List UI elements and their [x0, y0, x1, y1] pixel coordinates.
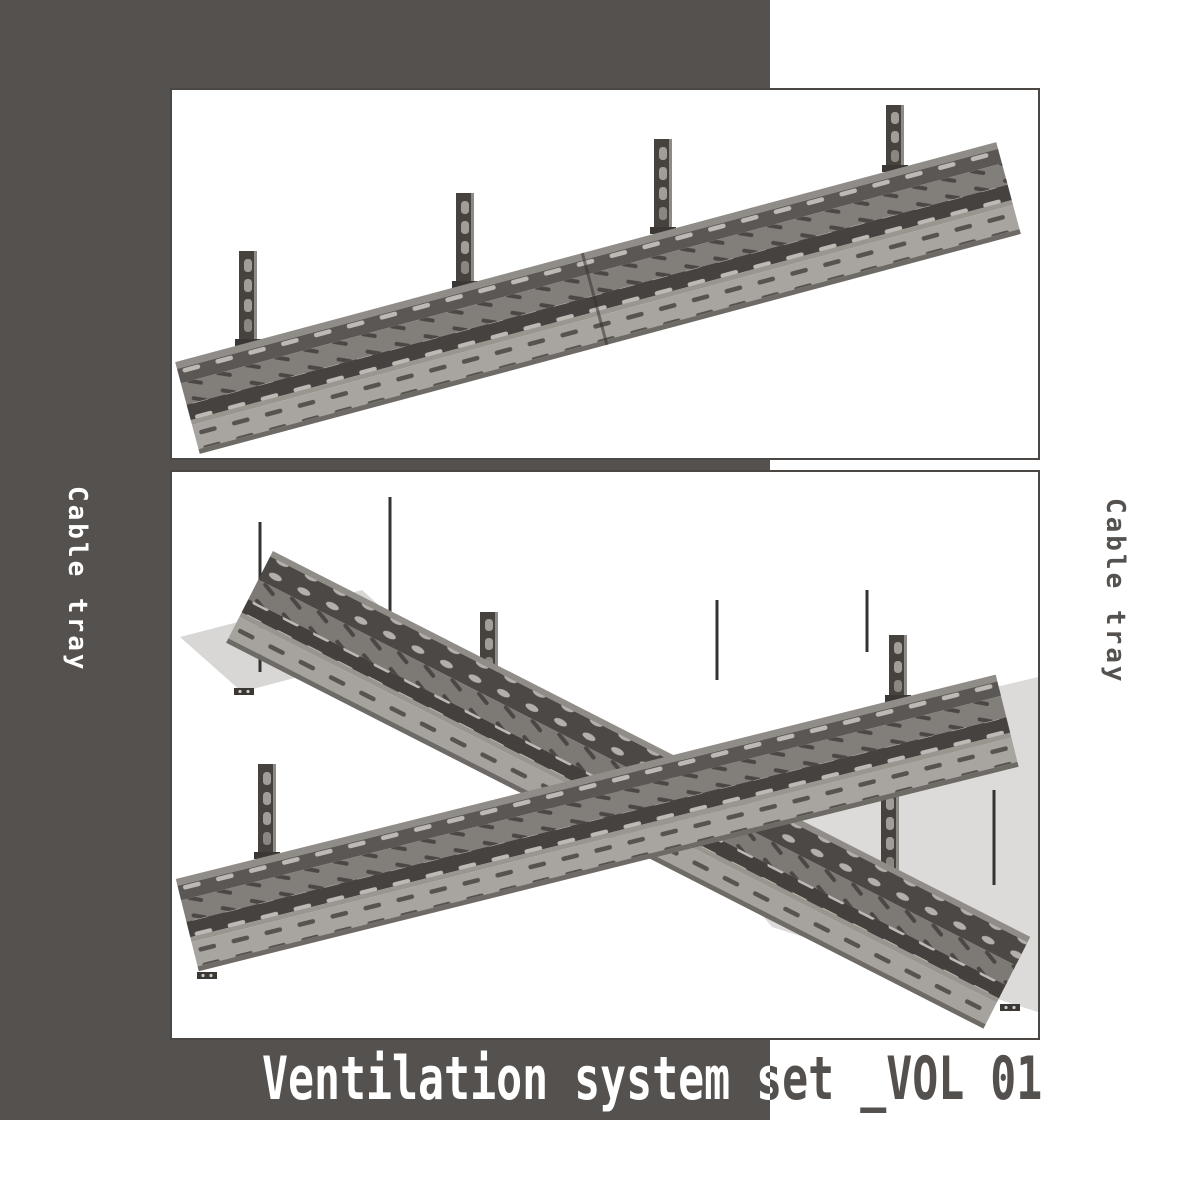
anchor-foot [234, 688, 254, 695]
right-side-label: Cable tray [1100, 498, 1130, 685]
poster-title-text: Ventilation system set _VOL 01 [262, 1044, 1043, 1114]
hanger-bracket [254, 764, 280, 859]
cable-tray-straight-render [175, 105, 1021, 454]
hanger-bracket [235, 251, 261, 346]
poster-title-dark-layer: Ventilation system set _VOL 01 [756, 1044, 1200, 1118]
render-frame-bottom [170, 470, 1040, 1040]
poster-title-text-dark: Ventilation system set _VOL 01 [756, 1044, 1043, 1114]
hanger-bracket [885, 635, 911, 702]
cable-tray-cross-render [175, 497, 1038, 1029]
straight-tray-body [175, 142, 1021, 454]
hanger-bracket [452, 193, 478, 288]
cross-tray-sw-ne [175, 674, 1019, 972]
left-side-label: Cable tray [62, 486, 92, 673]
render-frame-top [170, 88, 1040, 460]
anchor-foot [1000, 1004, 1020, 1011]
anchor-foot [197, 972, 217, 979]
hanger-bracket [882, 105, 908, 172]
hanger-bracket [650, 139, 676, 234]
poster-title: Ventilation system set _VOL 01 [0, 1044, 1043, 1118]
